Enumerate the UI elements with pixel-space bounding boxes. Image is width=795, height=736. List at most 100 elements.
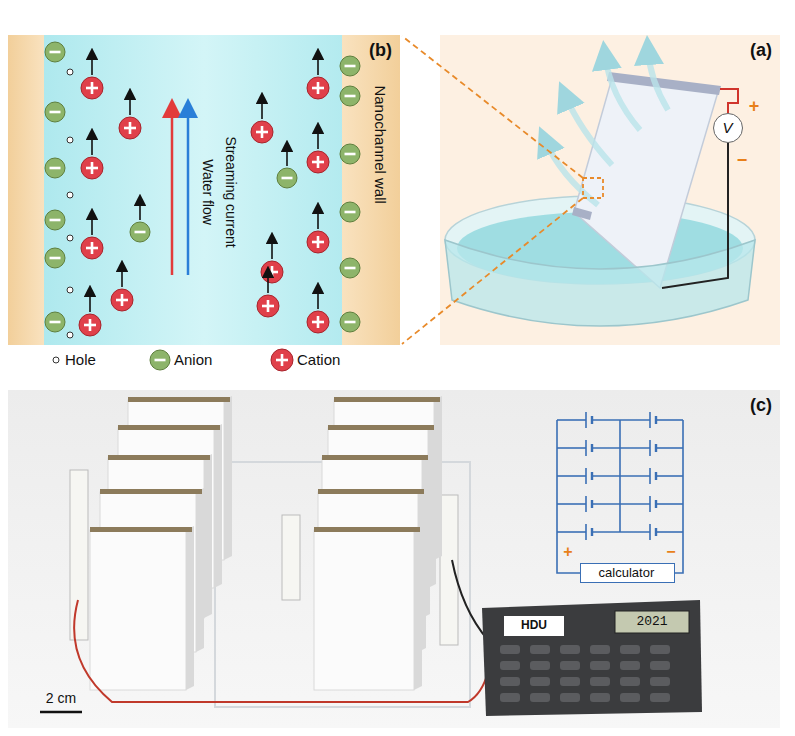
illustration-part — [317, 316, 320, 328]
illustration-part — [81, 157, 103, 179]
illustration-part — [50, 167, 61, 170]
node-label: (b) — [369, 40, 392, 61]
illustration-part — [557, 447, 586, 449]
illustration-part — [90, 527, 192, 532]
illustration-part — [557, 531, 586, 533]
illustration-part — [620, 693, 640, 702]
illustration-part — [45, 312, 65, 332]
illustration-part — [619, 420, 621, 532]
illustration-part — [585, 468, 587, 484]
illustration-part — [345, 211, 356, 214]
illustration-part — [171, 108, 174, 275]
illustration-part — [257, 295, 279, 317]
illustration-part — [440, 35, 780, 345]
illustration-part — [317, 156, 320, 168]
illustration-part — [79, 314, 101, 336]
flow-label: Water flow — [200, 159, 216, 225]
illustration-part — [186, 526, 194, 690]
illustration-part — [565, 95, 612, 165]
illustration-part — [504, 616, 564, 636]
illustration-part — [656, 475, 683, 477]
illustration-part — [74, 600, 488, 702]
illustration-part — [402, 198, 583, 344]
illustration-part — [45, 102, 65, 122]
illustration-part — [545, 140, 598, 205]
illustration-part — [620, 677, 640, 686]
illustration-part — [261, 98, 263, 119]
illustration-part — [67, 332, 73, 338]
illustration-part — [615, 611, 689, 633]
illustration-part — [585, 440, 587, 456]
illustration-part — [70, 470, 88, 640]
illustration-part — [557, 475, 586, 477]
illustration-part — [592, 475, 650, 477]
illustration-part — [530, 645, 550, 654]
illustration-part — [650, 693, 670, 702]
illustration-part — [656, 531, 683, 533]
illustration-part — [317, 208, 319, 229]
node-label: calculator — [599, 565, 655, 580]
illustration-part — [111, 289, 133, 311]
brand-text: HDU — [521, 619, 547, 633]
illustration-part — [572, 207, 592, 220]
illustration-part — [328, 425, 434, 430]
illustration-part — [139, 200, 141, 220]
illustration-part — [649, 524, 651, 540]
illustration-part — [340, 312, 360, 332]
illustration-part — [649, 496, 651, 512]
illustration-part — [620, 645, 640, 654]
nanochannel-panel — [8, 35, 400, 345]
illustration-part — [650, 677, 670, 686]
illustration-part — [90, 530, 186, 690]
illustration-part — [557, 420, 580, 573]
illustration-part — [650, 645, 670, 654]
illustration-part — [648, 50, 668, 110]
illustration-part — [402, 36, 583, 178]
illustration-part — [340, 144, 360, 164]
illustration-part — [340, 86, 360, 106]
illustration-part — [605, 55, 640, 130]
illustration-part — [118, 425, 220, 430]
illustration-part — [560, 693, 580, 702]
illustration-part — [89, 291, 91, 312]
illustration-part — [583, 178, 603, 198]
illustration-part — [585, 524, 587, 540]
illustration-part — [307, 311, 329, 333]
illustration-part — [91, 242, 94, 254]
illustration-part — [557, 503, 586, 505]
illustration-part — [592, 503, 650, 505]
legend-text: Hole — [65, 351, 96, 368]
illustration-part — [340, 56, 360, 76]
illustration-part — [585, 496, 587, 512]
wall-label: Nanochannel wall — [371, 86, 388, 204]
illustration-part — [40, 711, 82, 714]
illustration-part — [530, 677, 550, 686]
illustration-part — [334, 397, 440, 402]
illustration-part — [655, 528, 657, 536]
illustration-part — [482, 600, 702, 716]
illustration-part — [591, 528, 593, 536]
illustration-part — [591, 416, 593, 424]
illustration-part — [322, 455, 428, 460]
illustration-part — [318, 489, 424, 494]
illustration-part — [67, 287, 73, 293]
node-label: (c) — [750, 395, 772, 416]
illustration-part — [500, 645, 520, 654]
illustration-part — [655, 444, 657, 452]
illustration-part — [592, 531, 650, 533]
illustration-part — [500, 677, 520, 686]
illustration-part — [261, 126, 264, 138]
illustration-part — [91, 162, 94, 174]
illustration-part — [662, 143, 728, 288]
illustration-part — [317, 236, 320, 248]
illustration-part — [282, 515, 300, 600]
illustration-part — [45, 158, 65, 178]
illustration-part — [135, 231, 146, 234]
illustration-part — [45, 42, 360, 338]
illustration-part — [345, 153, 356, 156]
illustration-part — [592, 419, 650, 421]
illustration-part — [100, 489, 202, 494]
polarity-sign: + — [749, 96, 760, 117]
illustration-part — [187, 108, 190, 275]
illustration-part — [53, 349, 293, 371]
